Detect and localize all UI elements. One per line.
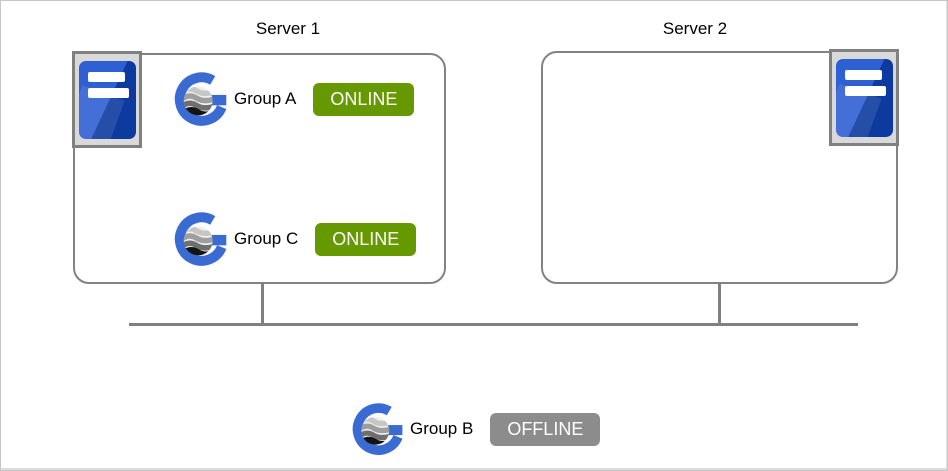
group-globe-icon [349,401,405,457]
server-drive-slot [844,85,886,96]
server1-network-drop-line [261,283,264,324]
server1-label: Server 1 [255,19,321,38]
group-c-row: Group C ONLINE [171,209,417,269]
group-a-status-badge: ONLINE [313,82,415,116]
group-a-name: Group A [234,89,297,108]
group-b-name: Group B [410,419,474,438]
server-tower-body [78,60,136,139]
group-globe-icon [171,210,229,268]
server-drive-slot [87,87,129,98]
server-drive-slot [87,71,125,82]
group-a-row: Group A ONLINE [171,69,415,129]
server2-network-drop-line [718,283,721,324]
group-c-name: Group C [234,229,299,248]
group-b-row: Group B OFFLINE [349,400,601,458]
group-b-status-badge: OFFLINE [490,412,601,446]
group-globe-icon [171,70,229,128]
group-c-status-badge: ONLINE [315,222,417,256]
server2-label: Server 2 [662,19,728,38]
server-tower-body [835,58,893,137]
network-bus-line [129,323,858,326]
server-drive-slot [844,69,882,80]
server1-tower-icon [72,51,142,148]
server2-tower-icon [829,49,899,146]
